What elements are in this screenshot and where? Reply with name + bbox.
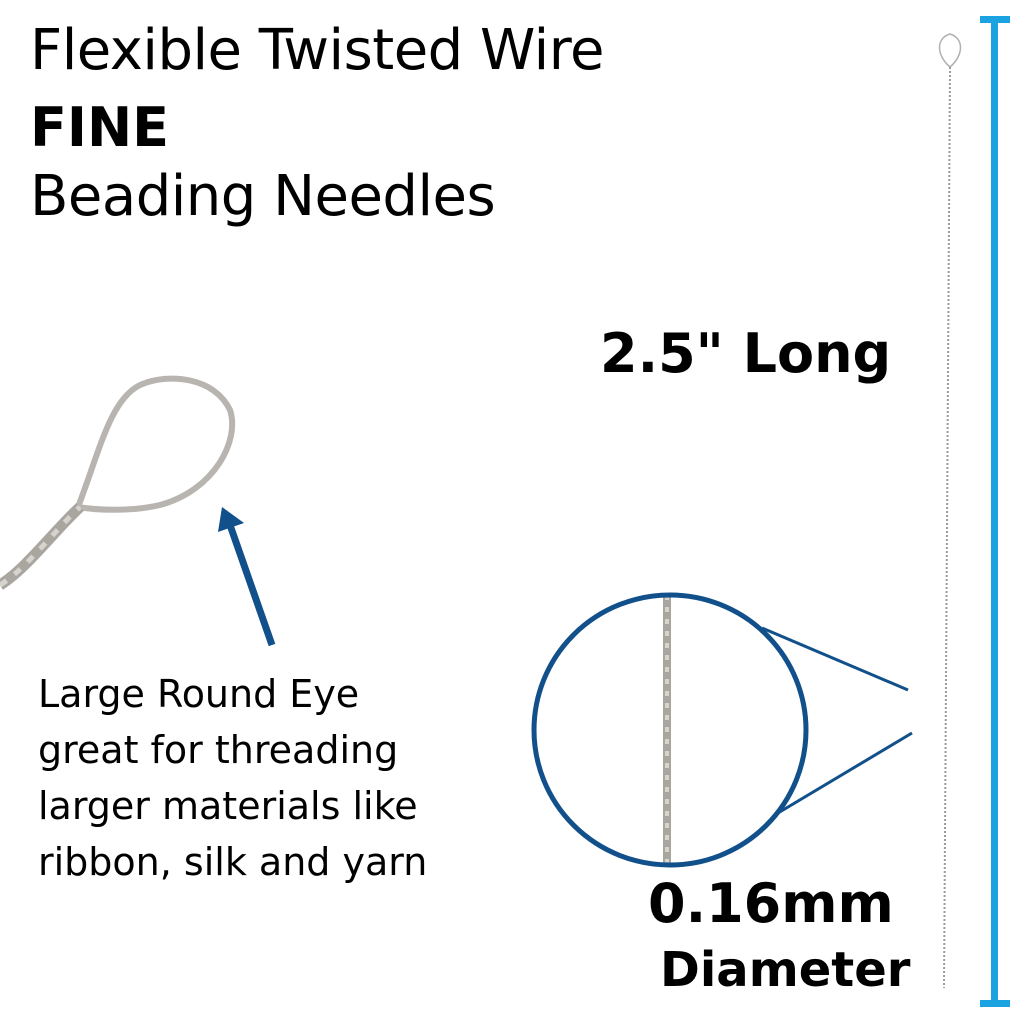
arrow-up-icon: [218, 507, 276, 647]
title-line-3: Beading Needles: [30, 164, 496, 229]
diameter-label: Diameter: [660, 942, 911, 998]
needle-eye-closeup: [0, 375, 236, 590]
eye-description-line-4: ribbon, silk and yarn: [38, 840, 428, 884]
eye-description-line-1: Large Round Eye: [38, 672, 360, 716]
title-line-1: Flexible Twisted Wire: [30, 18, 604, 83]
eye-description-line-2: great for threading: [38, 728, 399, 772]
length-label: 2.5" Long: [600, 322, 892, 385]
eye-description-line-3: larger materials like: [38, 784, 418, 828]
full-needle: [938, 33, 962, 989]
length-dimension-bar: [980, 16, 1010, 1007]
diameter-value: 0.16mm: [648, 872, 894, 935]
magnifier-circle: [531, 592, 913, 868]
title-line-2: FINE: [30, 96, 170, 159]
